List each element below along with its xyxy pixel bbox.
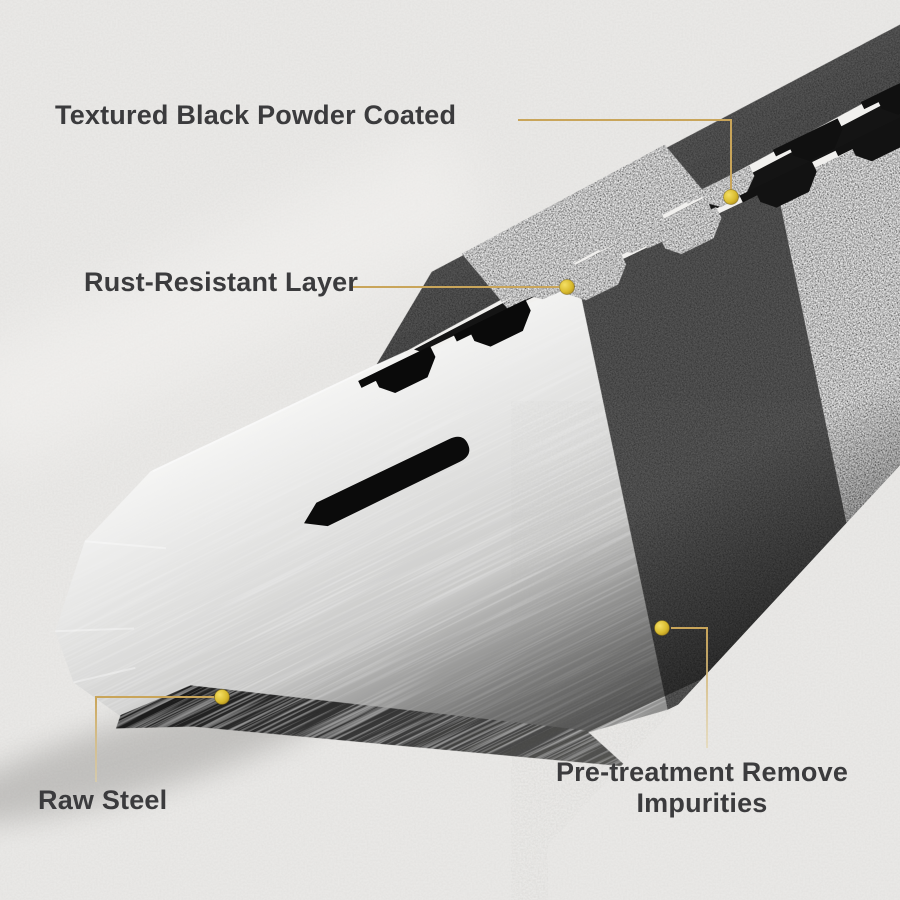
- tread-tooth: [358, 345, 436, 394]
- tread-teeth-row-upper: [508, 70, 900, 300]
- marker-dot-pretreatment: [654, 620, 670, 636]
- background-light-streak: [0, 123, 498, 477]
- near-face-band: [115, 685, 627, 767]
- tread-tooth: [834, 114, 900, 162]
- label-pretreatment: Pre-treatment Remove Impurities: [540, 757, 864, 819]
- label-powder-coated: Textured Black Powder Coated: [55, 100, 457, 130]
- silver-top-edge-highlight: [152, 359, 387, 473]
- tread-tooth: [739, 160, 817, 208]
- label-pretreatment-line1: Pre-treatment Remove: [555, 757, 849, 787]
- tread-tooth: [453, 299, 531, 347]
- label-pretreatment-line2: Impurities: [636, 788, 768, 818]
- tip-bevel-lines: [55, 540, 167, 684]
- marker-dot-powder-coated: [723, 189, 739, 205]
- marker-dot-rust-resistant: [559, 279, 575, 295]
- background-crop-texture: [548, 465, 900, 900]
- leader-powder-coated: [518, 119, 732, 190]
- label-raw-steel: Raw Steel: [38, 785, 168, 815]
- face-shading: [55, 4, 900, 734]
- tread-tooth: [860, 70, 900, 115]
- face-slot: [304, 436, 470, 527]
- tread-tooth: [644, 206, 722, 254]
- tread-tooth: [772, 118, 843, 161]
- label-rust-resistant: Rust-Resistant Layer: [84, 267, 359, 297]
- far-band-rust-segment: [461, 144, 705, 303]
- marker-dot-raw-steel: [214, 689, 230, 705]
